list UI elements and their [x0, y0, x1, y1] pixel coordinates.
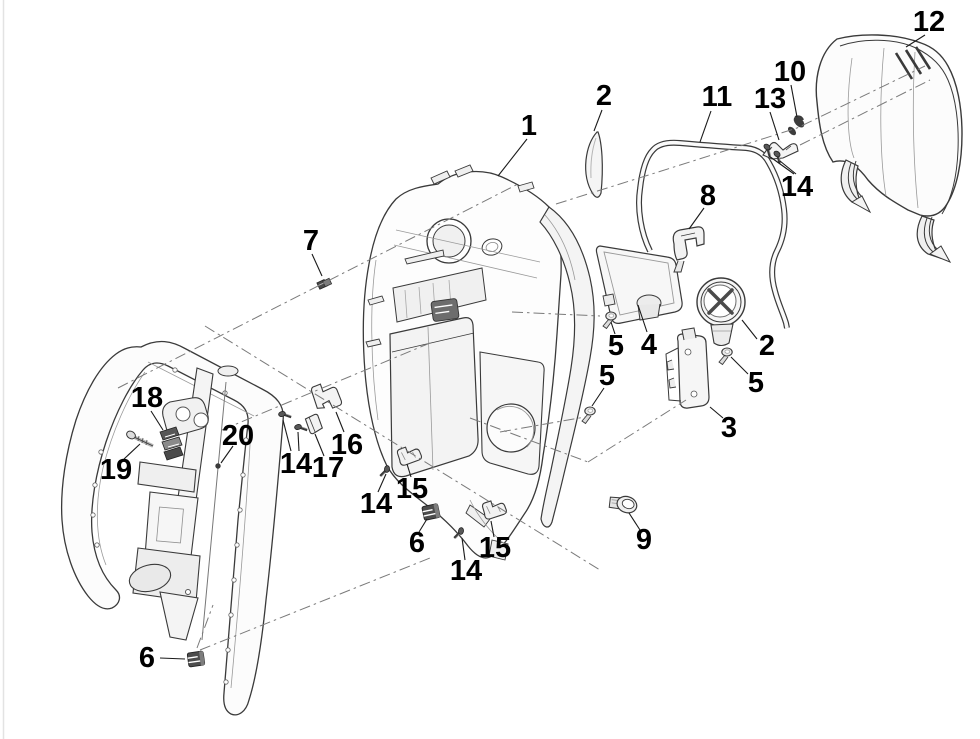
- callout-label-5: 5: [608, 330, 624, 362]
- callout-label-11: 11: [702, 81, 733, 113]
- assembly-axis-frame-to-body: [117, 182, 521, 389]
- callout-leader-16: [335, 411, 345, 433]
- front-shield-cover-part: [815, 34, 963, 263]
- callout-leader-14: [461, 537, 466, 561]
- cable-clamp-part: [672, 226, 705, 273]
- callout-label-5: 5: [748, 367, 764, 399]
- callout-label-18: 18: [131, 382, 163, 414]
- callout-leader-11: [699, 110, 712, 143]
- assembly-axis-body-to-vee: [469, 417, 589, 463]
- callout-leader-5: [591, 387, 605, 407]
- callout-leader-14: [297, 431, 300, 452]
- clip-plate-part: [304, 413, 323, 435]
- rear-frame-part: [60, 340, 284, 716]
- callout-leader-17: [314, 433, 325, 457]
- callout-label-8: 8: [700, 180, 716, 212]
- callout-leader-4: [637, 304, 648, 333]
- callout-leader-14: [377, 473, 387, 493]
- hook-part: [787, 115, 805, 136]
- assembly-axis-shield-parallel: [799, 79, 931, 146]
- lock-latch-part: [159, 426, 184, 461]
- callout-leader-5: [610, 321, 616, 335]
- callout-label-6: 6: [409, 527, 425, 559]
- callout-label-1: 1: [521, 110, 537, 142]
- assembly-axis-screw5-low-axis: [499, 416, 586, 433]
- callout-leader-6: [418, 518, 428, 533]
- callout-label-12: 12: [913, 6, 945, 38]
- support-bracket-part: [665, 327, 710, 409]
- callout-label-3: 3: [721, 412, 737, 444]
- callout-leader-20: [220, 445, 234, 464]
- pocket-panel-part: [595, 245, 683, 324]
- callout-leader-19: [123, 443, 141, 460]
- callout-leader-3: [709, 406, 724, 419]
- support-clip-part: [310, 383, 343, 409]
- callout-label-17: 17: [312, 452, 344, 484]
- callout-leader-14: [768, 155, 795, 175]
- callout-label-7: 7: [303, 225, 319, 257]
- callout-label-14: 14: [450, 555, 482, 587]
- callout-label-10: 10: [774, 56, 806, 88]
- callout-label-14: 14: [360, 488, 392, 520]
- callout-leader-15: [490, 520, 495, 538]
- callout-label-2: 2: [759, 330, 775, 362]
- callout-leader-9: [628, 512, 641, 531]
- callout-label-14: 14: [781, 171, 813, 203]
- callout-label-20: 20: [222, 420, 254, 452]
- lock-screw-part: [126, 430, 154, 448]
- callout-label-9: 9: [636, 524, 652, 556]
- assembly-axis-vee-to-bracket3: [587, 399, 687, 463]
- callout-label-2: 2: [596, 80, 612, 112]
- callout-leader-2: [741, 319, 758, 340]
- callout-leader-7: [311, 253, 323, 277]
- callout-label-13: 13: [754, 83, 786, 115]
- retainer-plate-part: [762, 141, 799, 160]
- callout-label-15: 15: [479, 532, 511, 564]
- callout-label-6: 6: [139, 642, 155, 674]
- callout-leader-5: [730, 356, 749, 375]
- callout-leader-14: [282, 419, 292, 452]
- assembly-axis-body-to-shield: [555, 65, 926, 205]
- callout-leader-14: [779, 160, 797, 175]
- assembly-axis-left-diagonal: [204, 325, 601, 571]
- flanged-bolt-part: [608, 495, 638, 514]
- callout-leader-1: [497, 138, 528, 177]
- assembly-axis-clip-six-axis: [196, 604, 214, 649]
- callout-leader-15: [406, 463, 412, 478]
- callout-leader-10: [790, 84, 798, 118]
- callout-label-5: 5: [599, 360, 615, 392]
- steering-column-assembly: [128, 367, 227, 641]
- cover-cap-part: [696, 277, 746, 347]
- callout-leader-2: [593, 109, 603, 132]
- assembly-axis-screw5-top-axis: [511, 311, 601, 317]
- rivet-pin-part: [215, 463, 221, 469]
- assembly-axis-clips-left-axis: [221, 342, 431, 431]
- edge-gasket-part: [636, 139, 790, 329]
- callout-leader-13: [769, 111, 780, 141]
- callout-label-14: 14: [280, 448, 312, 480]
- callout-label-16: 16: [331, 429, 363, 461]
- cover-teardrop-part: [585, 131, 603, 198]
- callout-leader-6: [159, 657, 186, 660]
- assembly-axis-bottom-axis: [199, 557, 431, 651]
- callout-leader-12: [905, 34, 926, 48]
- callout-label-19: 19: [100, 454, 132, 486]
- callout-label-4: 4: [641, 329, 657, 361]
- callout-leader-8: [688, 207, 705, 230]
- callout-label-15: 15: [396, 473, 428, 505]
- callout-leader-18: [150, 410, 164, 431]
